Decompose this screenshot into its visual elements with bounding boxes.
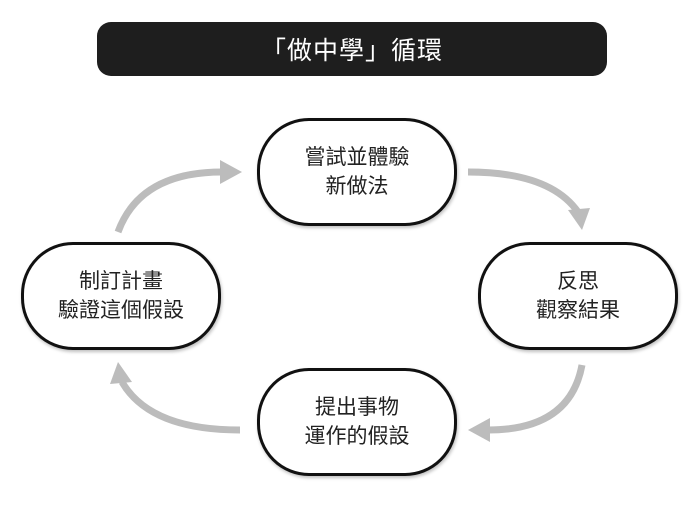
node-try-new-approach: 嘗試並體驗 新做法 (257, 118, 457, 226)
node-line: 反思 (557, 268, 599, 293)
node-hypothesize: 提出事物 運作的假設 (257, 368, 457, 476)
arrow-bottom-to-left (118, 380, 241, 434)
arrowhead-up-icon (110, 362, 132, 384)
node-line: 新做法 (325, 174, 389, 198)
arrowhead-left-icon (468, 418, 490, 442)
arrow-top-to-right (467, 168, 581, 215)
arrow-right-to-bottom (487, 364, 586, 434)
node-line: 觀察結果 (536, 298, 620, 322)
node-plan-test: 制訂計畫 驗證這個假設 (21, 242, 221, 350)
node-line: 嘗試並體驗 (304, 144, 410, 169)
arrowhead-down-icon (568, 208, 590, 230)
arrowhead-right-icon (220, 160, 242, 184)
arrow-left-to-top (114, 168, 223, 234)
node-line: 運作的假設 (304, 424, 410, 448)
node-line: 驗證這個假設 (58, 298, 184, 322)
node-line: 制訂計畫 (79, 268, 163, 293)
diagram-title: 「做中學」循環 (97, 22, 607, 76)
node-reflect: 反思 觀察結果 (478, 242, 678, 350)
node-line: 提出事物 (315, 394, 399, 419)
